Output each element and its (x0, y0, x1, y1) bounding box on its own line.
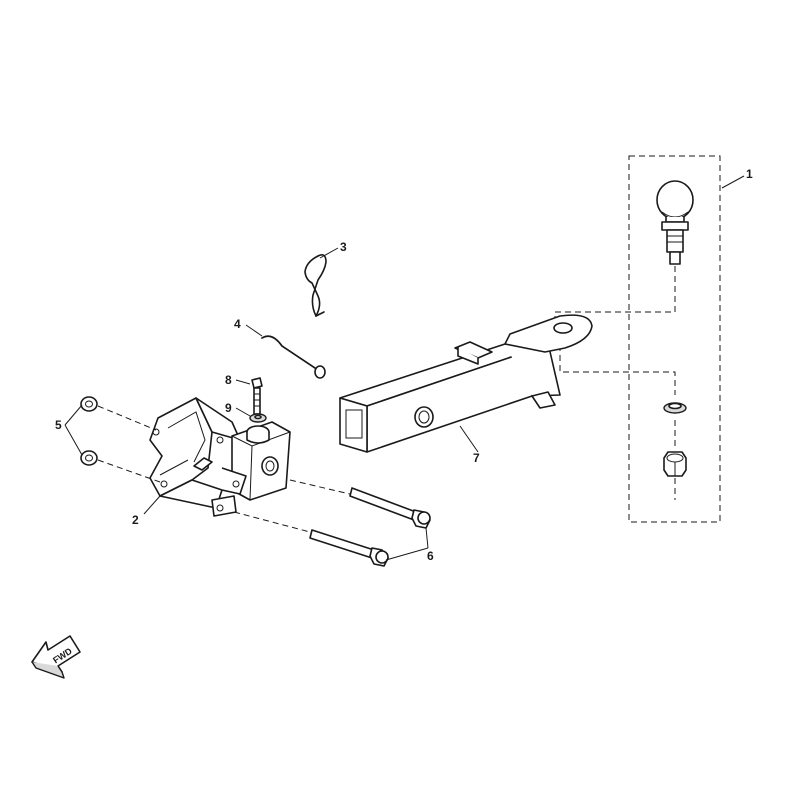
callout-4: 4 (234, 317, 241, 331)
lock-washer (663, 402, 687, 414)
callout-2: 2 (132, 513, 139, 527)
receiver-bracket (149, 397, 291, 517)
callout-6: 6 (427, 549, 434, 563)
ball-assembly-box (628, 155, 721, 523)
callout-8: 8 (225, 373, 232, 387)
hairpin-clip (304, 254, 327, 317)
small-washer (249, 413, 267, 423)
callout-7: 7 (473, 451, 480, 465)
callout-labels: 1 2 3 4 5 6 7 8 9 (55, 167, 753, 563)
small-bolt (251, 377, 263, 415)
leader-lines (64, 175, 745, 561)
hitch-ball (656, 180, 694, 265)
forward-direction-arrow: FWD (31, 635, 81, 679)
hitch-pin (261, 335, 326, 379)
ball-mount-leader-lines (554, 266, 676, 500)
assembly-guide-lines (97, 405, 351, 533)
callout-1: 1 (746, 167, 753, 181)
hex-nut (663, 451, 687, 477)
callout-9: 9 (225, 401, 232, 415)
callout-5: 5 (55, 418, 62, 432)
long-bolt-upper (349, 487, 431, 529)
flange-nut-lower (80, 450, 98, 466)
callout-3: 3 (340, 240, 347, 254)
drawbar (339, 314, 593, 453)
long-bolt-lower (309, 529, 389, 567)
flange-nut-upper (80, 396, 98, 412)
